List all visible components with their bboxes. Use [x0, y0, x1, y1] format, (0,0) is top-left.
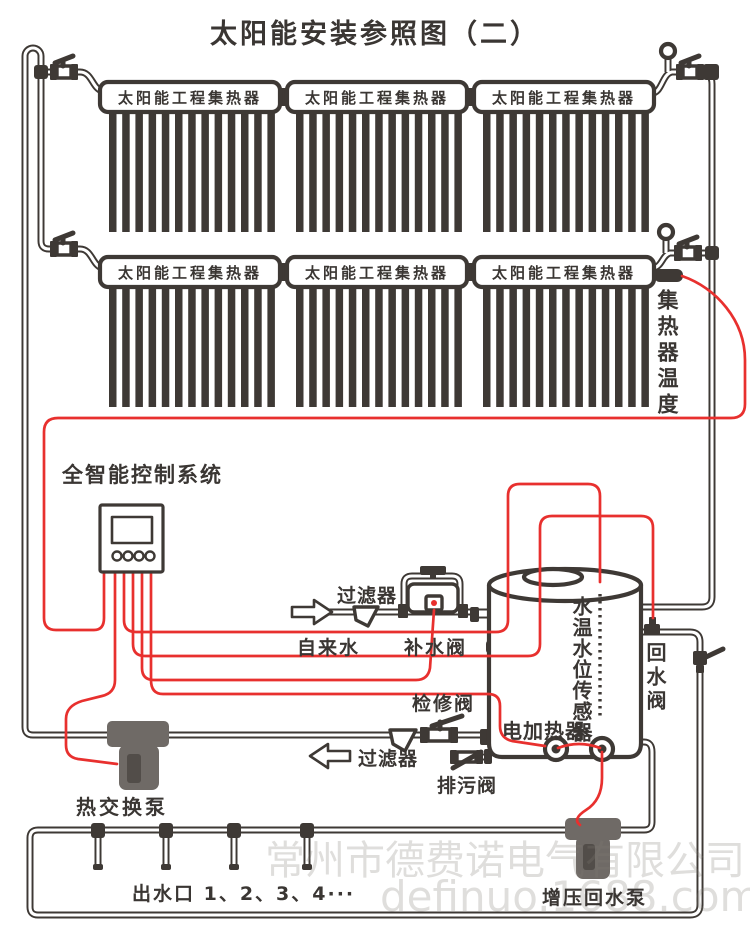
ball-valve-row1-right	[676, 53, 704, 80]
fill-valve-label: 补水阀	[404, 637, 468, 659]
booster-pump-label: 增压回水泵	[542, 887, 648, 909]
service-valve-label: 检修阀	[412, 693, 476, 715]
tank-sensor-label: 水温水位传感器	[569, 596, 593, 743]
collector-label: 太阳能工程集热器	[304, 88, 449, 107]
controller-button	[133, 550, 145, 562]
return-pipe-tap	[693, 646, 726, 673]
controller-button	[111, 550, 123, 562]
drain-valve-label: 排污阀	[437, 775, 498, 797]
return-valve-actuator	[644, 617, 660, 635]
service-valve	[420, 713, 465, 743]
tap-water-label: 自来水	[297, 637, 361, 659]
ball-valve-row2-left	[50, 230, 78, 257]
filter-top-label: 过滤器	[337, 585, 398, 607]
solar-collectors	[97, 79, 657, 407]
collector-label: 太阳能工程集热器	[304, 263, 449, 282]
page-title: 太阳能安装参照图（二）	[210, 19, 540, 50]
hx-pump-label: 热交换泵	[76, 795, 168, 819]
collector-label: 太阳能工程集热器	[491, 88, 636, 107]
collector-label: 太阳能工程集热器	[117, 263, 262, 282]
heat-exchange-pump	[107, 721, 169, 790]
air-vents	[656, 41, 678, 242]
filter-bottom-label: 过滤器	[358, 748, 419, 770]
water-tank	[486, 566, 644, 763]
collector-label: 太阳能工程集热器	[117, 88, 262, 107]
return-flow-arrow	[308, 742, 352, 770]
collector-temp-label: 集热器温度	[655, 289, 679, 419]
collector-temp-sensor	[654, 269, 683, 282]
outlets-label: 出水口 1、2、3、4···	[132, 883, 356, 905]
inlet-flow-arrow	[290, 598, 334, 626]
controller-button	[144, 550, 156, 562]
strainer-top	[352, 605, 380, 628]
control-wires	[42, 274, 747, 827]
strainer-bottom	[388, 728, 418, 753]
ball-valve-row1-left	[50, 53, 78, 80]
drain-valve	[450, 749, 484, 771]
controller-button	[122, 550, 134, 562]
controller-screen	[110, 515, 154, 545]
controller-unit	[98, 503, 165, 574]
heater-label: 电加热器	[502, 719, 586, 743]
controller-label: 全智能控制系统	[62, 463, 223, 487]
return-valve-label: 回水阀	[643, 642, 667, 714]
collector-label: 太阳能工程集热器	[491, 263, 636, 282]
ball-valve-row2-right	[674, 234, 702, 261]
booster-return-pump	[565, 818, 621, 879]
